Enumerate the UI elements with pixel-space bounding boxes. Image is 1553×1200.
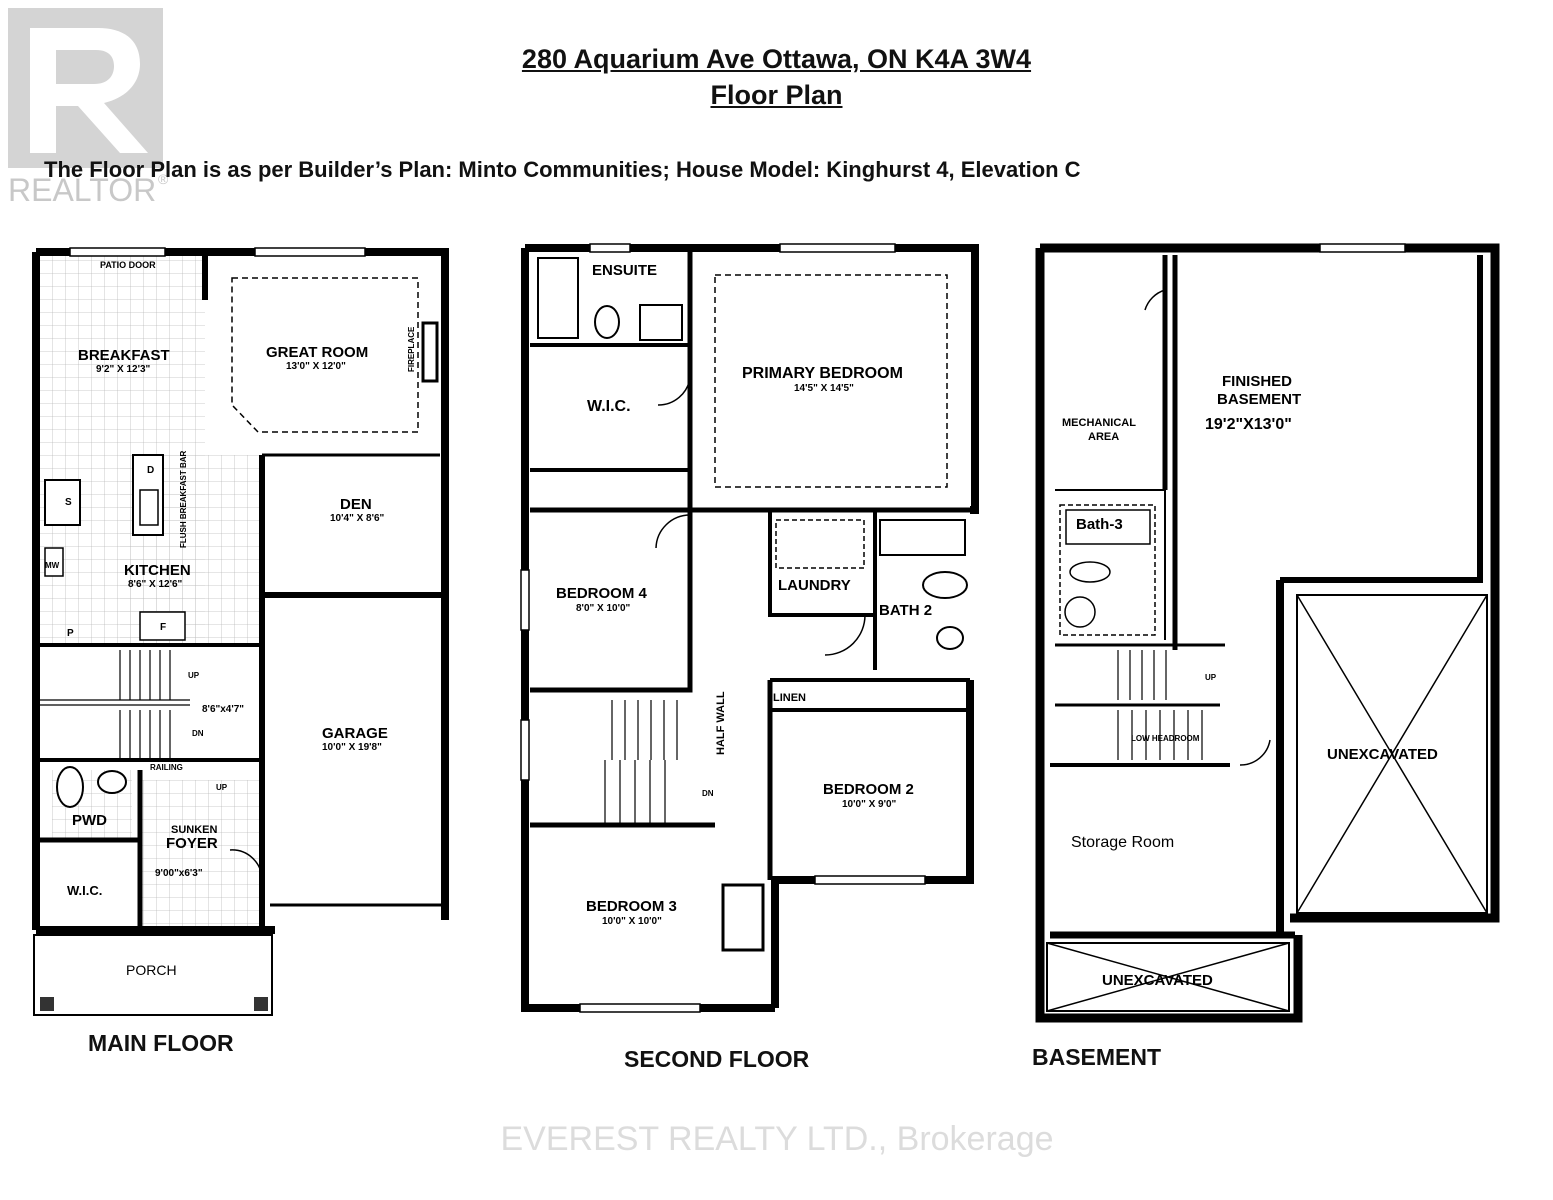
stair-size: 8'6"x4'7" bbox=[202, 704, 244, 715]
great-room-size: 13'0" X 12'0" bbox=[286, 361, 346, 372]
dishwasher-label: D bbox=[147, 465, 154, 476]
bedroom3-size: 10'0" X 10'0" bbox=[602, 916, 662, 927]
garage-label: GARAGE bbox=[322, 725, 388, 742]
bedroom4-label: BEDROOM 4 bbox=[556, 585, 648, 602]
finished-basement-label: BASEMENT bbox=[1217, 391, 1301, 408]
mechanical-label: MECHANICAL bbox=[1062, 417, 1136, 429]
microwave-label: MW bbox=[45, 561, 60, 570]
property-address: 280 Aquarium Ave Ottawa, ON K4A 3W4 bbox=[521, 44, 1032, 74]
unexcavated-label: UNEXCAVATED bbox=[1327, 746, 1438, 763]
brokerage-watermark: EVEREST REALTY LTD., Brokerage bbox=[466, 1118, 1088, 1160]
flush-breakfast-bar-label: FLUSH BREAKFAST BAR bbox=[179, 450, 188, 548]
foyer-size: 9'00"x6'3" bbox=[155, 868, 203, 879]
finished-label: FINISHED bbox=[1222, 373, 1292, 390]
patio-door-label: PATIO DOOR bbox=[100, 260, 156, 270]
railing-label: RAILING bbox=[150, 763, 183, 772]
bath3-label: Bath-3 bbox=[1076, 516, 1123, 533]
main-floor-labels: PATIO DOOR BREAKFAST 9'2" X 12'3" GREAT … bbox=[45, 260, 416, 978]
basement-up-label: UP bbox=[1205, 673, 1217, 682]
pwd-label: PWD bbox=[72, 812, 107, 829]
pantry-label: P bbox=[67, 628, 74, 639]
bedroom3-label: BEDROOM 3 bbox=[586, 898, 677, 915]
bedroom2-size: 10'0" X 9'0" bbox=[842, 799, 897, 810]
basement-labels: MECHANICAL AREA FINISHED BASEMENT 19'2"X… bbox=[1062, 373, 1438, 989]
porch-label: PORCH bbox=[126, 962, 177, 978]
mechanical-area-label: AREA bbox=[1088, 431, 1119, 443]
laundry-label: LAUNDRY bbox=[778, 577, 851, 594]
great-room-label: GREAT ROOM bbox=[266, 344, 368, 361]
sink-label: S bbox=[65, 497, 72, 508]
stair-down-label: DN bbox=[192, 729, 204, 738]
bath2-label: BATH 2 bbox=[879, 602, 932, 619]
finished-basement-size: 19'2"X13'0" bbox=[1205, 416, 1292, 433]
basement-label: BASEMENT bbox=[1032, 1044, 1162, 1070]
main-wic-label: W.I.C. bbox=[67, 883, 102, 898]
second-floor-label: SECOND FLOOR bbox=[624, 1046, 810, 1072]
den-label: DEN bbox=[340, 496, 372, 513]
stair-up-label: UP bbox=[188, 671, 200, 680]
fridge-label: F bbox=[160, 622, 166, 633]
second-floor-labels: ENSUITE PRIMARY BEDROOM 14'5" X 14'5" W.… bbox=[556, 262, 932, 927]
bedroom4-size: 8'0" X 10'0" bbox=[576, 603, 631, 614]
unexcavated-lower-label: UNEXCAVATED bbox=[1102, 972, 1213, 989]
primary-bedroom-label: PRIMARY BEDROOM bbox=[742, 365, 903, 382]
linen-label: LINEN bbox=[773, 692, 806, 704]
kitchen-label: KITCHEN bbox=[124, 562, 191, 579]
basement-plan bbox=[1035, 243, 1500, 1023]
ensuite-label: ENSUITE bbox=[592, 262, 657, 279]
realtor-logo-text: REALTOR bbox=[8, 172, 156, 208]
main-floor-plan bbox=[32, 247, 449, 1016]
second-wic-label: W.I.C. bbox=[587, 398, 631, 415]
second-stair-down-label: DN bbox=[702, 789, 714, 798]
main-floor-label: MAIN FLOOR bbox=[88, 1030, 234, 1056]
sunken-label: SUNKEN bbox=[171, 824, 218, 836]
foyer-up-label: UP bbox=[216, 783, 228, 792]
primary-bedroom-size: 14'5" X 14'5" bbox=[794, 383, 854, 394]
builder-note: The Floor Plan is as per Builder’s Plan:… bbox=[44, 157, 1081, 182]
second-floor-plan bbox=[520, 243, 979, 1013]
floor-plan-title: Floor Plan bbox=[710, 80, 843, 110]
fireplace-label: FIREPLACE bbox=[407, 326, 416, 372]
kitchen-size: 8'6" X 12'6" bbox=[128, 579, 183, 590]
den-size: 10'4" X 8'6" bbox=[330, 513, 385, 524]
breakfast-label: BREAKFAST bbox=[78, 347, 170, 364]
half-wall-label: HALF WALL bbox=[715, 691, 727, 755]
storage-room-label: Storage Room bbox=[1071, 834, 1174, 851]
realtor-logo-mark: ® bbox=[158, 171, 168, 187]
realtor-logo: REALTOR ® bbox=[8, 8, 169, 208]
garage-size: 10'0" X 19'8" bbox=[322, 742, 382, 753]
bedroom2-label: BEDROOM 2 bbox=[823, 781, 914, 798]
low-headroom-label: LOW HEADROOM bbox=[1131, 734, 1200, 743]
foyer-label: FOYER bbox=[166, 835, 218, 852]
breakfast-size: 9'2" X 12'3" bbox=[96, 364, 151, 375]
